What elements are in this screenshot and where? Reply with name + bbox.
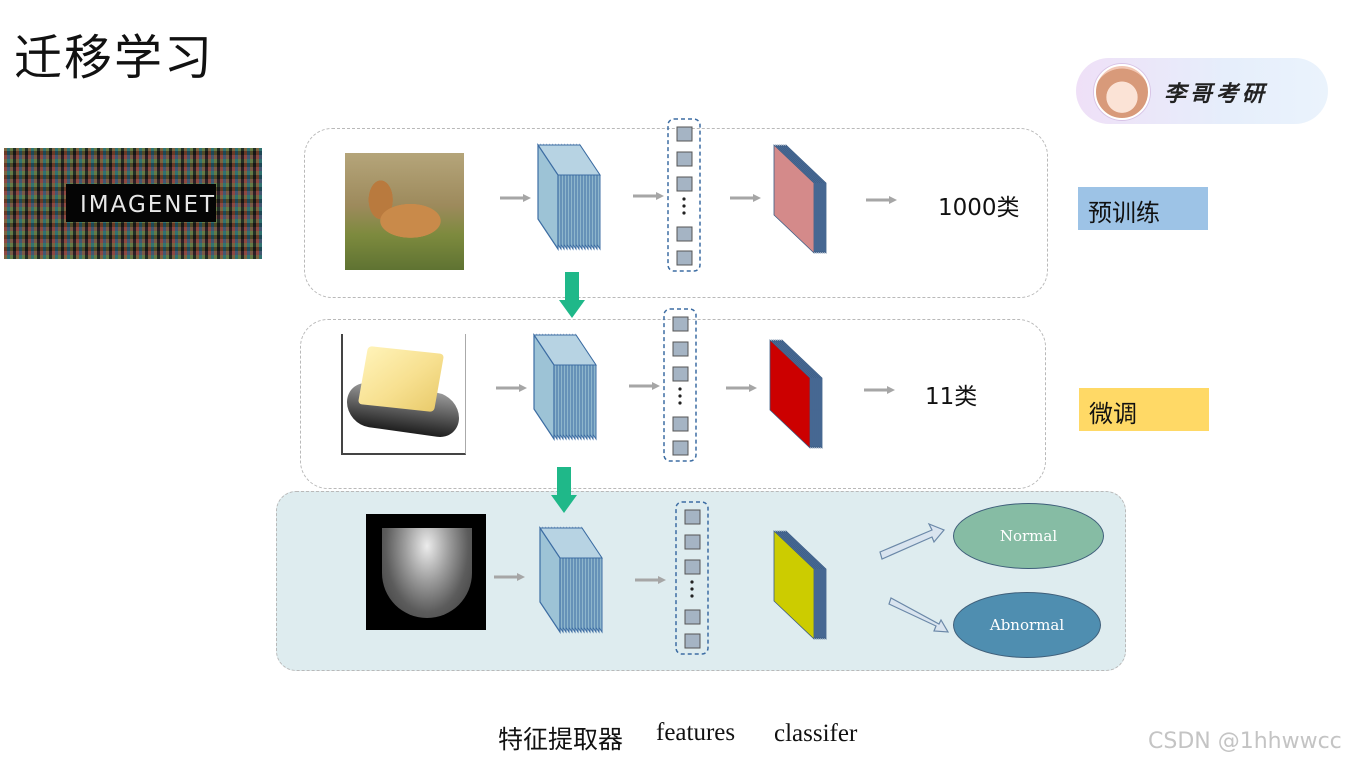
feature-vector-cell xyxy=(676,176,693,192)
flow-arrow-head xyxy=(656,192,664,200)
feature-vector-cell xyxy=(684,559,701,575)
ellipsis-dot xyxy=(678,387,682,391)
caption-classifier: classifer xyxy=(774,720,858,747)
feature-vector-frame xyxy=(663,308,697,462)
feature-vector-cell xyxy=(684,534,701,550)
feature-vector-cell xyxy=(672,366,689,382)
pretrain-tag: 预训练 xyxy=(1078,187,1208,230)
feature-vector-cell xyxy=(676,151,693,167)
page-title: 迁移学习 xyxy=(14,30,215,86)
abnormal-output-node: Abnormal xyxy=(953,592,1101,658)
classifier-front xyxy=(769,339,811,449)
author-name: 李哥考研 xyxy=(1164,82,1269,107)
caption-feature-extractor: 特征提取器 xyxy=(498,725,624,754)
ellipsis-dot xyxy=(690,594,694,598)
flow-arrow-head xyxy=(658,576,666,584)
feature-vector-cell xyxy=(684,609,701,625)
ultrasound-fan-shape xyxy=(382,528,472,618)
transfer-arrow-head xyxy=(559,300,585,318)
medical-network-row xyxy=(494,501,950,655)
imagenet-logo-text: IMAGENET xyxy=(80,192,217,218)
feature-vector-frame xyxy=(675,501,709,655)
butter-image xyxy=(341,334,466,455)
pretrain-network-row xyxy=(500,118,897,272)
classifier-front xyxy=(773,144,815,254)
feature-vector-cell xyxy=(684,509,701,525)
feature-vector-cell xyxy=(672,316,689,332)
feature-block-face xyxy=(533,333,555,441)
ellipsis-dot xyxy=(690,580,694,584)
transfer-arrows xyxy=(551,272,585,513)
hollow-arrow-normal xyxy=(879,522,945,560)
ellipsis-dot xyxy=(682,197,686,201)
feature-block-face xyxy=(537,143,559,251)
gazelle-image xyxy=(345,153,464,270)
ellipsis-dot xyxy=(690,587,694,591)
watermark: CSDN @1hhwwcc xyxy=(1148,729,1342,754)
feature-vector-frame xyxy=(667,118,701,272)
normal-output-node: Normal xyxy=(953,503,1104,569)
ellipsis-dot xyxy=(682,204,686,208)
flow-arrow-head xyxy=(523,194,531,202)
transfer-arrow-shaft xyxy=(565,272,579,302)
caption-features: features xyxy=(656,719,736,746)
ellipsis-dot xyxy=(678,394,682,398)
ellipsis-dot xyxy=(682,211,686,215)
flow-arrow-head xyxy=(517,573,525,581)
pretrain-output-label: 1000类 xyxy=(938,195,1020,221)
finetune-tag: 微调 xyxy=(1079,388,1209,431)
hollow-arrow-abnormal xyxy=(888,597,950,633)
feature-vector-cell xyxy=(676,250,693,266)
flow-arrow-head xyxy=(887,386,895,394)
flow-arrow-head xyxy=(519,384,527,392)
avatar-icon xyxy=(1094,64,1150,120)
feature-vector-cell xyxy=(672,416,689,432)
ultrasound-image xyxy=(366,514,486,630)
flow-arrow-head xyxy=(889,196,897,204)
ellipsis-dot xyxy=(678,401,682,405)
classifier-front xyxy=(773,530,815,640)
imagenet-image: IMAGENET xyxy=(4,148,262,259)
feature-vector-cell xyxy=(684,633,701,649)
flow-arrow-head xyxy=(749,384,757,392)
feature-vector-cell xyxy=(672,341,689,357)
feature-vector-cell xyxy=(672,440,689,456)
feature-vector-cell xyxy=(676,226,693,242)
flow-arrow-head xyxy=(652,382,660,390)
transfer-arrow-shaft xyxy=(557,467,571,497)
finetune-output-label: 11类 xyxy=(925,384,978,410)
imagenet-logo-plate xyxy=(66,184,216,222)
author-badge: 李哥考研 xyxy=(1076,58,1328,124)
finetune-network-row xyxy=(496,308,895,462)
flow-arrow-head xyxy=(753,194,761,202)
feature-vector-cell xyxy=(676,126,693,142)
transfer-arrow-head xyxy=(551,495,577,513)
pretrain-panel xyxy=(304,128,1048,298)
feature-block-face xyxy=(539,526,561,634)
